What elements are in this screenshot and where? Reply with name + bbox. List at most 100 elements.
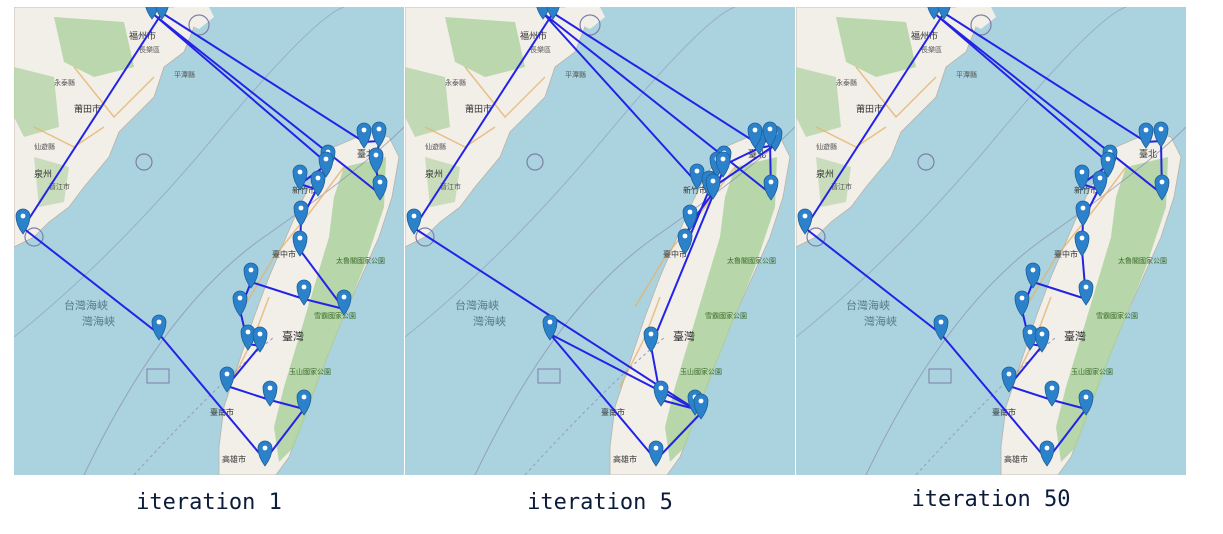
label-taizhong: 臺中市 (663, 249, 687, 259)
map-marker-icon[interactable] (763, 174, 779, 201)
sea-boundary-3 (524, 336, 666, 475)
map-marker-icon[interactable] (318, 151, 334, 178)
label-strait: 台灣海峽 (455, 298, 499, 312)
map-marker-icon[interactable] (219, 366, 235, 393)
map-marker-icon[interactable] (151, 314, 167, 341)
map-svg-2[interactable]: 福州市莆田市泉州長樂區平潭縣永泰縣仙遊縣晉江市臺北新竹市臺中市臺灣臺南市高雄市太… (405, 7, 795, 475)
sea-boundary-2 (405, 7, 736, 338)
map-marker-icon[interactable] (372, 174, 388, 201)
label-strait-2: 灣海峽 (82, 314, 115, 328)
map-marker-icon[interactable] (653, 380, 669, 407)
map-marker-icon[interactable] (252, 326, 268, 353)
forest-mainland-1 (445, 17, 525, 77)
map-marker-icon[interactable] (406, 208, 422, 235)
map-marker-icon[interactable] (1039, 440, 1055, 467)
island-ring-2 (135, 153, 153, 171)
label-park-yushan: 玉山國家公園 (1071, 367, 1113, 376)
map-marker-icon[interactable] (797, 208, 813, 235)
road-3 (815, 126, 887, 148)
map-marker-icon[interactable] (937, 7, 951, 20)
map-marker-icon[interactable] (371, 121, 387, 148)
map-marker-icon[interactable] (705, 173, 721, 200)
map-panel-3[interactable]: 福州市莆田市泉州長樂區平潭縣永泰縣仙遊縣晉江市臺北新竹市臺中市臺灣臺南市高雄市太… (796, 7, 1186, 475)
penghu-box (146, 368, 170, 384)
label-taizhong: 臺中市 (272, 249, 296, 259)
map-marker-icon[interactable] (1074, 164, 1090, 191)
map-marker-icon[interactable] (1075, 200, 1091, 227)
forest-mainland-2 (405, 67, 450, 137)
label-tainan: 臺南市 (210, 407, 234, 417)
map-marker-icon[interactable] (1138, 122, 1154, 149)
label-changle: 長樂區 (139, 45, 160, 54)
map-marker-icon[interactable] (542, 314, 558, 341)
label-park-yushan: 玉山國家公園 (289, 367, 331, 376)
map-marker-icon[interactable] (1100, 151, 1116, 178)
label-pingtan: 平潭縣 (565, 70, 586, 79)
map-marker-icon[interactable] (243, 262, 259, 289)
label-park-yushan: 玉山國家公園 (680, 367, 722, 376)
map-marker-icon[interactable] (1001, 366, 1017, 393)
map-marker-icon[interactable] (546, 7, 560, 20)
basemap: 福州市莆田市泉州長樂區平潭縣永泰縣仙遊縣晉江市臺北新竹市臺中市臺灣臺南市高雄市太… (796, 7, 1186, 475)
map-marker-icon[interactable] (1014, 290, 1030, 317)
label-park-taroko: 太魯閣國家公園 (1118, 256, 1167, 265)
island-ring-1 (970, 14, 992, 36)
map-marker-icon[interactable] (296, 279, 312, 306)
map-marker-icon[interactable] (1044, 380, 1060, 407)
map-marker-icon[interactable] (232, 290, 248, 317)
map-marker-icon[interactable] (1078, 389, 1094, 416)
map-marker-icon[interactable] (689, 163, 705, 190)
map-marker-icon[interactable] (693, 393, 709, 420)
map-svg-1[interactable]: 福州市莆田市泉州長樂區平潭縣永泰縣仙遊縣晉江市臺北新竹市臺中市臺灣臺南市高雄市太… (14, 7, 404, 475)
map-panel-2[interactable]: 福州市莆田市泉州長樂區平潭縣永泰縣仙遊縣晉江市臺北新竹市臺中市臺灣臺南市高雄市太… (405, 7, 795, 475)
map-marker-icon[interactable] (1092, 170, 1108, 197)
label-strait: 台灣海峽 (64, 298, 108, 312)
islet-north (956, 7, 996, 29)
road-0 (1025, 166, 1127, 308)
map-marker-icon[interactable] (292, 164, 308, 191)
map-marker-icon[interactable] (1034, 326, 1050, 353)
label-strait-2: 灣海峽 (864, 314, 897, 328)
map-marker-icon[interactable] (262, 380, 278, 407)
map-marker-icon[interactable] (933, 314, 949, 341)
map-marker-icon[interactable] (310, 170, 326, 197)
map-marker-icon[interactable] (257, 440, 273, 467)
map-marker-icon[interactable] (715, 151, 731, 178)
map-marker-icon[interactable] (368, 147, 384, 174)
basemap: 福州市莆田市泉州長樂區平潭縣永泰縣仙遊縣晉江市臺北新竹市臺中市臺灣臺南市高雄市太… (405, 7, 795, 475)
caption-iteration-5: iteration 5 (527, 490, 673, 515)
map-marker-icon[interactable] (762, 121, 778, 148)
label-fuzhou: 福州市 (129, 30, 156, 42)
label-taizhong: 臺中市 (1054, 249, 1078, 259)
label-xinzhu: 新竹市 (1074, 185, 1098, 195)
map-svg-3[interactable]: 福州市莆田市泉州長樂區平潭縣永泰縣仙遊縣晉江市臺北新竹市臺中市臺灣臺南市高雄市太… (796, 7, 1186, 475)
map-marker-icon[interactable] (648, 440, 664, 467)
map-marker-icon[interactable] (15, 208, 31, 235)
island-ring-1 (188, 14, 210, 36)
label-gaoxiong: 高雄市 (222, 454, 246, 464)
map-marker-icon[interactable] (296, 389, 312, 416)
label-park-shei: 雪霸國家公園 (314, 311, 356, 320)
map-marker-icon[interactable] (1025, 262, 1041, 289)
map-marker-icon[interactable] (1153, 121, 1169, 148)
taiwan-mountains (1056, 157, 1168, 462)
label-jinjiang: 晉江市 (831, 182, 852, 191)
map-marker-icon[interactable] (1078, 279, 1094, 306)
map-marker-icon[interactable] (293, 200, 309, 227)
map-marker-icon[interactable] (155, 7, 169, 20)
map-marker-icon[interactable] (677, 228, 693, 255)
map-marker-icon[interactable] (1022, 324, 1038, 351)
forest-mainland-1 (836, 17, 916, 77)
map-marker-icon[interactable] (356, 122, 372, 149)
map-marker-icon[interactable] (747, 122, 763, 149)
map-marker-icon[interactable] (292, 230, 308, 257)
map-marker-icon[interactable] (336, 289, 352, 316)
map-marker-icon[interactable] (1074, 230, 1090, 257)
map-marker-icon[interactable] (240, 324, 256, 351)
map-marker-icon[interactable] (1154, 174, 1170, 201)
label-jinjiang: 晉江市 (440, 182, 461, 191)
map-marker-icon[interactable] (643, 326, 659, 353)
map-marker-icon[interactable] (682, 204, 698, 231)
map-panel-1[interactable]: 福州市莆田市泉州長樂區平潭縣永泰縣仙遊縣晉江市臺北新竹市臺中市臺灣臺南市高雄市太… (14, 7, 404, 475)
label-xianyou2: 仙遊縣 (816, 142, 837, 151)
